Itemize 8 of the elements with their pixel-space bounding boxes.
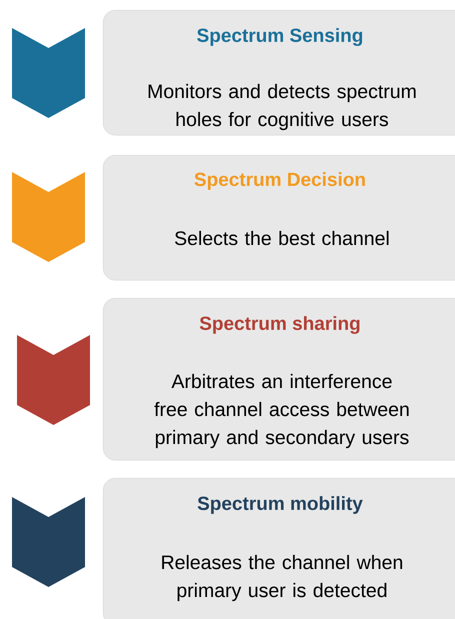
- box-heading: Spectrum Decision: [194, 172, 365, 190]
- box-text: Monitors and detects spectrum holes for cognitive users: [148, 84, 416, 130]
- box-heading: Spectrum Sensing: [197, 28, 362, 46]
- box-text: Arbitrates an interference free channel access between primary and secondary users: [154, 374, 409, 448]
- box-heading: Spectrum mobility: [198, 496, 363, 514]
- box-text: Selects the best channel: [175, 230, 388, 246]
- box-heading: Spectrum sharing: [200, 316, 360, 334]
- box-text: Releases the channel when primary user is detected: [162, 554, 402, 602]
